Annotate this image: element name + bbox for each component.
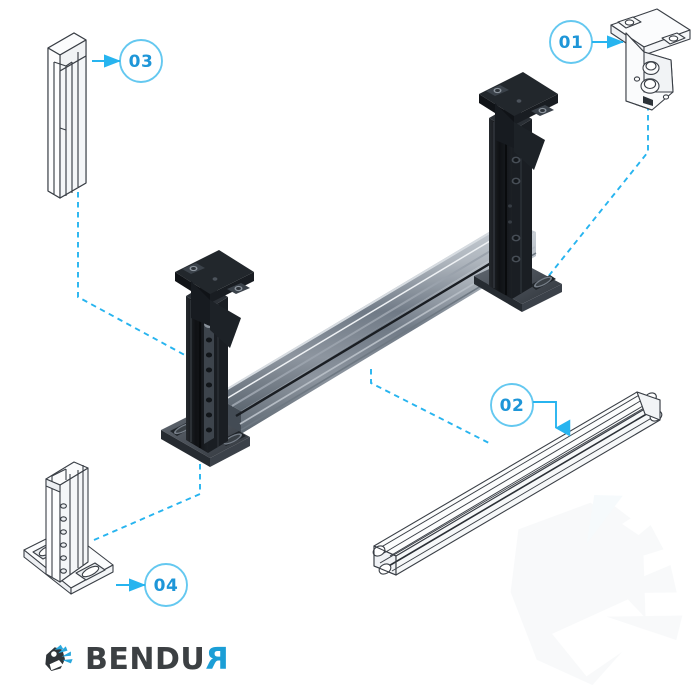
callout-03[interactable]: 03 [92, 39, 163, 83]
callout-02-label: 02 [500, 396, 525, 416]
brand-name-accent: R [205, 642, 229, 677]
callout-04-label: 04 [154, 576, 179, 596]
callout-02-leader [533, 401, 571, 437]
right-post-black [474, 72, 562, 312]
shield-rays-watermark [510, 494, 683, 686]
leader-03-to-assembly [77, 192, 206, 367]
left-post-black [161, 250, 254, 467]
callout-01-label: 01 [559, 33, 584, 53]
callout-02-circle[interactable] [490, 383, 534, 427]
callout-02[interactable]: 02 [490, 383, 571, 437]
right-top-bracket [479, 72, 558, 170]
callout-01[interactable]: 01 [549, 20, 624, 64]
shield-rays-icon [42, 643, 76, 677]
brand-name-dark: BENDU [85, 642, 206, 677]
callout-04[interactable]: 04 [116, 563, 188, 607]
leader-02-to-assembly [370, 369, 490, 444]
left-top-bracket [175, 250, 254, 348]
callout-03-label: 03 [129, 52, 154, 72]
